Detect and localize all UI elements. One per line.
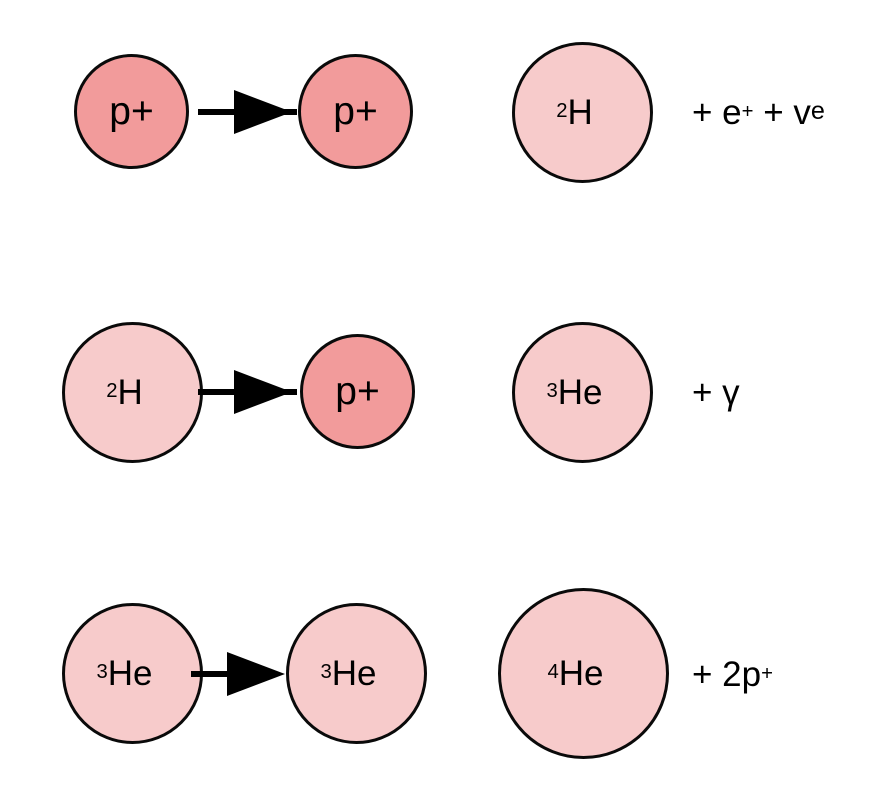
proton-label: p+ [109,90,154,133]
proton-label: p+ [333,90,378,133]
helium3-circle: 3He [62,603,203,744]
deuterium-label: 2H [106,373,143,412]
byproducts-text: + 2p+ [692,654,773,694]
right-arrow-icon [191,652,285,696]
right-arrow-icon [198,370,297,414]
deuterium-label: 2H [556,93,593,132]
proton-circle: p+ [298,54,413,169]
deuterium-circle: 2H [62,322,203,463]
helium3-label: 3He [546,373,603,412]
proton-circle: p+ [300,334,415,449]
helium3-circle: 3He [286,603,427,744]
helium4-label: 4He [547,654,604,693]
helium3-label: 3He [320,654,377,693]
helium3-circle: 3He [512,322,653,463]
proton-circle: p+ [74,54,189,169]
deuterium-circle: 2H [512,42,653,183]
helium4-circle: 4He [498,588,669,759]
proton-label: p+ [335,370,380,413]
right-arrow-icon [198,90,297,134]
helium3-label: 3He [96,654,153,693]
byproducts-text: + γ [692,372,740,412]
